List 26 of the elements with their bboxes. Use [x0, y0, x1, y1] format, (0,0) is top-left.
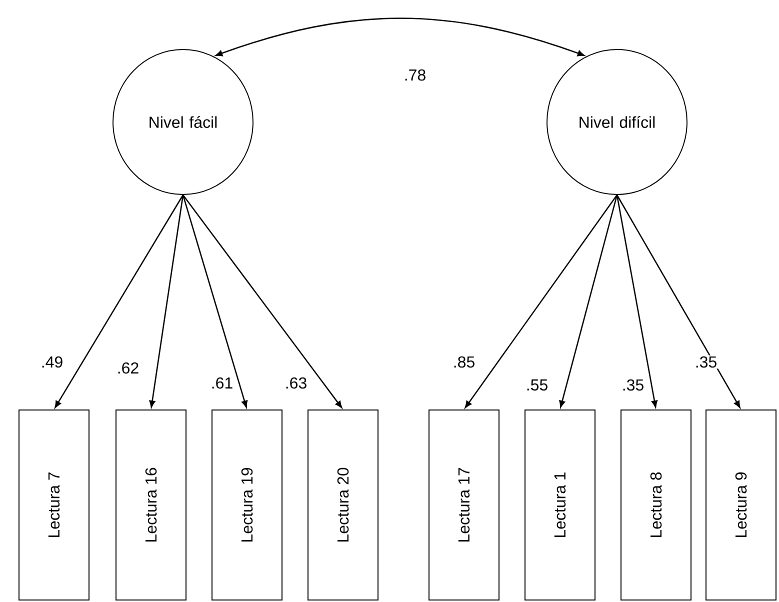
edge-label: .55 — [524, 378, 550, 392]
arrow — [54, 194, 184, 408]
arrow — [616, 194, 740, 408]
edge-label: .62 — [116, 361, 140, 375]
indicator-box: Lectura 7 — [18, 410, 90, 600]
arrow — [149, 194, 184, 408]
indicator-box: Lectura 20 — [308, 410, 378, 600]
arrow — [464, 194, 618, 408]
indicator-box: Lectura 19 — [212, 410, 282, 600]
edge-label: .35 — [620, 378, 646, 392]
arrow — [182, 194, 248, 408]
edge-label: .49 — [40, 355, 64, 369]
arrow — [215, 18, 585, 56]
indicator-box: Lectura 17 — [428, 410, 500, 600]
arrow — [616, 194, 658, 408]
indicator-box: Lectura 9 — [706, 410, 776, 600]
edge-label: .78 — [402, 68, 428, 82]
arrow — [559, 194, 618, 408]
edge-label: .85 — [452, 355, 476, 369]
edge-label: .63 — [284, 376, 308, 390]
indicator-box: Lectura 16 — [116, 410, 186, 600]
indicator-box: Lectura 1 — [524, 410, 596, 600]
arrow — [182, 194, 342, 408]
indicator-box: Lectura 8 — [620, 410, 692, 600]
edge-label: .61 — [210, 376, 234, 390]
edge-label: .35 — [694, 355, 718, 369]
